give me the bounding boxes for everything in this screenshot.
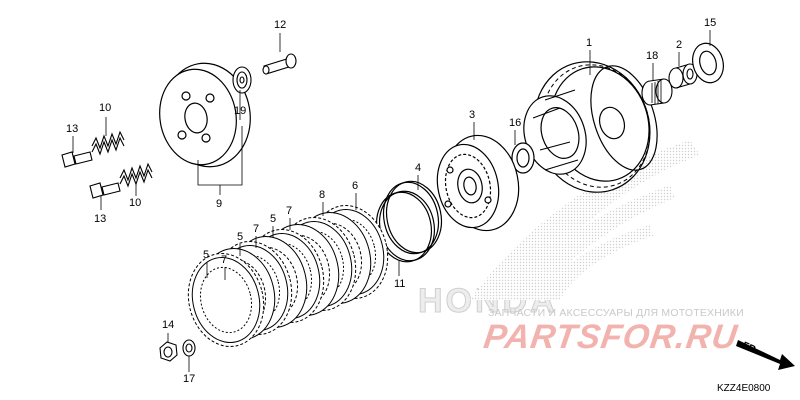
clutch-center [436,134,520,232]
callout-7b[interactable]: 7 [253,223,260,235]
callout-7a[interactable]: 7 [286,205,293,217]
shop-brand-watermark: PARTSFOR.RU [481,318,741,356]
callout-6[interactable]: 6 [352,180,359,192]
bushing [668,63,698,89]
callout-8[interactable]: 8 [319,189,326,201]
clutch-plate-stack [187,205,389,347]
washer-16 [511,142,535,174]
pressure-plate [159,62,251,168]
front-direction-arrow [736,340,795,370]
clutch-outer [523,61,658,193]
callout-18[interactable]: 18 [646,50,659,62]
callout-7c[interactable]: 7 [221,254,228,266]
callout-10a[interactable]: 10 [99,102,112,114]
callout-11[interactable]: 11 [394,278,406,290]
callout-3[interactable]: 3 [469,109,476,121]
callout-19[interactable]: 19 [234,105,247,117]
callout-1[interactable]: 1 [586,37,593,49]
callout-5c[interactable]: 5 [203,249,210,261]
callout-9[interactable]: 9 [216,198,223,210]
judder-spring [382,180,443,255]
shop-caption-watermark: ЗАПЧАСТИ И АКСЕССУАРЫ ДЛЯ МОТОТЕХНИКИ [488,307,744,319]
leader-lines [72,30,711,372]
callout-5b[interactable]: 5 [237,231,244,243]
lock-nut [159,341,178,362]
honda-wing-watermark [470,140,700,300]
callout-15[interactable]: 15 [704,17,717,29]
lock-washer [182,339,196,357]
callout-13b[interactable]: 13 [94,213,107,225]
thrust-washer [692,42,724,84]
clutch-spring-lower [119,162,153,188]
release-bearing [232,66,252,94]
callout-13a[interactable]: 13 [66,123,79,135]
lifter-bolt [262,53,297,75]
callout-14[interactable]: 14 [162,319,175,331]
bolt-lower [89,182,121,199]
callout-5a[interactable]: 5 [270,213,277,225]
callout-12[interactable]: 12 [274,19,287,31]
callout-2[interactable]: 2 [676,39,683,51]
bolt-upper [61,151,93,168]
callout-10b[interactable]: 10 [129,197,142,209]
callout-4[interactable]: 4 [415,162,422,174]
clutch-spring-upper [91,130,125,156]
needle-bearing [641,78,673,106]
diagram-code: KZZ4E0800 [717,383,771,394]
callout-17[interactable]: 17 [183,373,196,385]
callout-16[interactable]: 16 [509,117,522,129]
